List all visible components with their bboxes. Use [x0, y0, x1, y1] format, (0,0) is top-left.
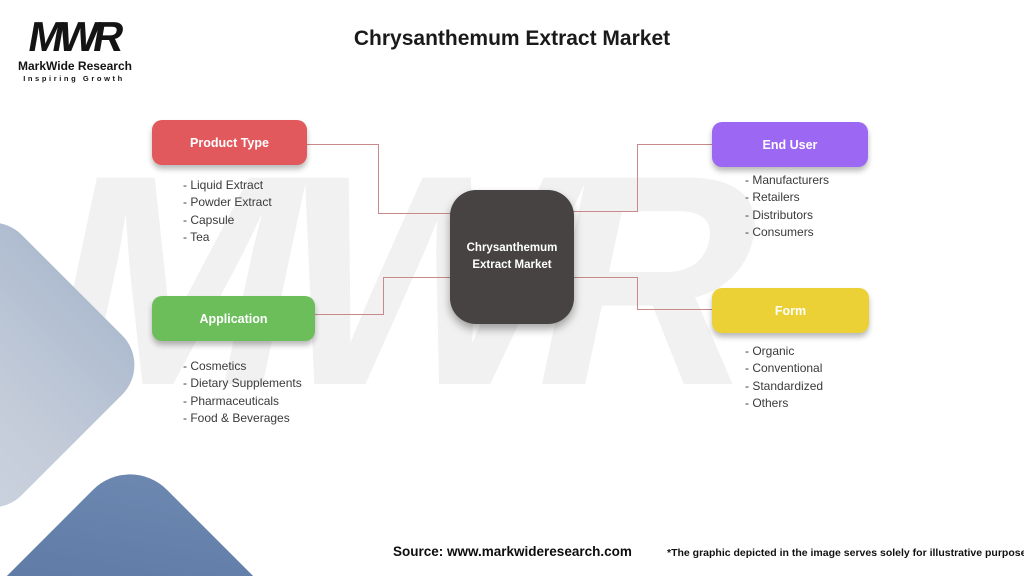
end-user-items: - Manufacturers - Retailers - Distributors…	[745, 172, 829, 242]
decor-diamond-dark	[0, 452, 343, 576]
markwide-research-logo: MWR MarkWide Research Inspiring Growth	[18, 13, 132, 83]
connector-application-h1	[315, 314, 384, 315]
list-item: - Consumers	[745, 225, 814, 240]
list-item: - Retailers	[745, 190, 800, 205]
logo-company-name: MarkWide Research	[18, 59, 132, 73]
list-item: - Organic	[745, 344, 795, 358]
center-node-chrysanthemum-extract-market: Chrysanthemum Extract Market	[450, 190, 574, 324]
list-item: - Capsule	[183, 212, 235, 227]
connector-form-h1	[573, 277, 638, 278]
connector-end-user-h1	[573, 211, 638, 212]
list-item: - Cosmetics	[183, 359, 247, 373]
list-item: - Food & Beverages	[183, 411, 290, 426]
node-end-user: End User	[712, 122, 868, 167]
list-item: - Distributors	[745, 207, 814, 222]
list-item: - Liquid Extract	[183, 178, 264, 192]
list-item: - Pharmaceuticals	[183, 393, 280, 408]
connector-application-h2	[383, 277, 452, 278]
disclaimer-note: *The graphic depicted in the image serve…	[667, 547, 1024, 559]
connector-product-type-h2	[378, 213, 452, 214]
form-items: - Organic - Conventional - Standardized - O…	[745, 343, 823, 413]
connector-end-user-h2	[637, 144, 712, 145]
node-application: Application	[152, 296, 315, 341]
list-item: - Tea	[183, 230, 210, 245]
list-item: - Others	[745, 396, 789, 411]
list-item: - Dietary Supplements	[183, 376, 302, 391]
node-form: Form	[712, 288, 869, 333]
connector-product-type-v	[378, 144, 379, 214]
connector-form-v	[637, 277, 638, 310]
connector-product-type-h1	[307, 144, 379, 145]
connector-form-h2	[637, 309, 712, 310]
list-item: - Powder Extract	[183, 195, 272, 210]
page-title: Chrysanthemum Extract Market	[353, 27, 671, 50]
list-item: - Conventional	[745, 361, 823, 376]
product-type-items: - Liquid Extract - Powder Extract - Capsul…	[183, 177, 272, 247]
list-item: - Standardized	[745, 378, 824, 393]
background-watermark-text: MWR	[19, 112, 775, 448]
connector-application-v	[383, 277, 384, 315]
application-items: - Cosmetics - Dietary Supplements - Pharma…	[183, 358, 302, 428]
logo-tagline: Inspiring Growth	[23, 74, 125, 83]
connector-end-user-v	[637, 144, 638, 212]
node-product-type: Product Type	[152, 120, 307, 165]
list-item: - Manufacturers	[745, 173, 830, 187]
source-attribution: Source: www.markwideresearch.com	[393, 544, 632, 559]
